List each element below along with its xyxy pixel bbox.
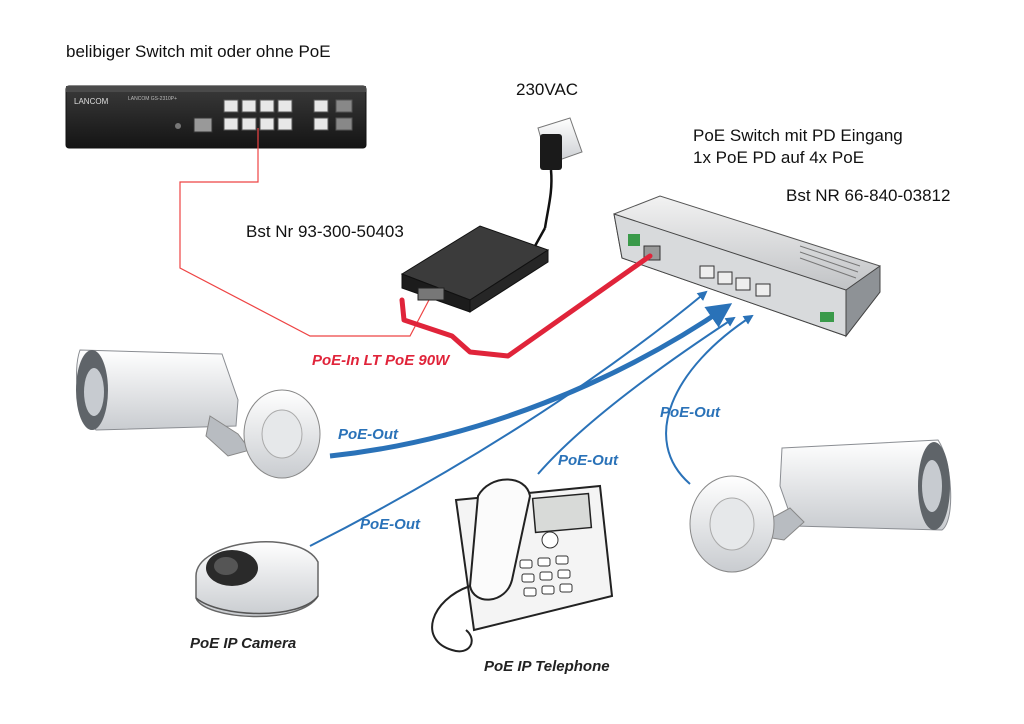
cable-to-camera-right bbox=[665, 314, 754, 485]
poe-switch-title-line1: PoE Switch mit PD Eingang bbox=[693, 126, 903, 145]
lancom-ports bbox=[223, 99, 353, 131]
mains-voltage-label: 230VAC bbox=[516, 80, 579, 99]
uplink-cable bbox=[179, 128, 431, 337]
cable-to-dome-camera bbox=[309, 290, 708, 547]
poe-out-label-camera-right: PoE-Out bbox=[660, 404, 720, 421]
bullet-camera-right bbox=[689, 439, 952, 573]
cable-to-telephone bbox=[537, 316, 736, 475]
injector-order-number: Bst Nr 93-300-50403 bbox=[246, 222, 404, 241]
power-adapter bbox=[537, 117, 583, 229]
ip-telephone bbox=[431, 478, 614, 653]
bullet-camera-left bbox=[76, 349, 321, 479]
dome-camera-caption: PoE IP Camera bbox=[190, 635, 297, 652]
cable-to-camera-left bbox=[329, 303, 733, 459]
poe-out-label-dome-camera: PoE-Out bbox=[360, 516, 420, 533]
telephone-caption: PoE IP Telephone bbox=[484, 658, 610, 675]
poe-switch bbox=[613, 195, 881, 338]
poe-in-cable bbox=[399, 253, 653, 359]
poe-switch-order-number: Bst NR 66-840-03812 bbox=[786, 186, 951, 205]
lancom-logo-text: LANCOM bbox=[74, 97, 109, 106]
lancom-model-text: LANCOM GS-2310P+ bbox=[128, 96, 177, 102]
lancom-switch: LANCOM LANCOM GS-2310P+ bbox=[65, 85, 367, 149]
poe-out-cables bbox=[309, 290, 754, 547]
dome-camera bbox=[195, 541, 319, 618]
poe-injector bbox=[400, 225, 550, 313]
poe-switch-ports bbox=[699, 265, 771, 297]
generic-switch-label: belibiger Switch mit oder ohne PoE bbox=[66, 42, 331, 61]
poe-out-label-telephone: PoE-Out bbox=[558, 452, 618, 469]
poe-switch-title-line2: 1x PoE PD auf 4x PoE bbox=[693, 148, 865, 167]
poe-out-label-camera-left: PoE-Out bbox=[338, 426, 398, 443]
poe-in-label: PoE-In LT PoE 90W bbox=[312, 352, 450, 369]
